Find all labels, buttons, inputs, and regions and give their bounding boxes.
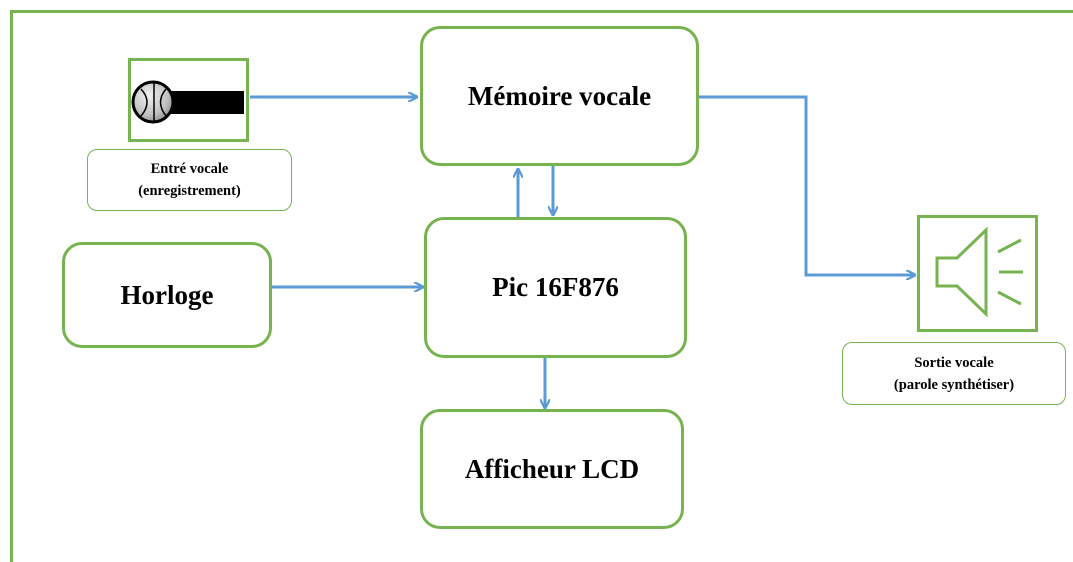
memory-block: Mémoire vocale bbox=[420, 26, 699, 166]
pic-block-label: Pic 16F876 bbox=[492, 272, 619, 302]
input-label-box: Entré vocale (enregistrement) bbox=[87, 149, 292, 211]
output-label-line1: Sortie vocale bbox=[914, 354, 994, 371]
speaker-icon bbox=[935, 226, 1023, 318]
pic-block: Pic 16F876 bbox=[424, 217, 687, 358]
microphone-icon bbox=[131, 80, 244, 124]
microphone-box bbox=[128, 58, 249, 142]
lcd-block-label: Afficheur LCD bbox=[464, 453, 640, 484]
frame-border-left bbox=[10, 10, 13, 562]
output-label-box: Sortie vocale (parole synthétiser) bbox=[842, 342, 1066, 405]
clock-block: Horloge bbox=[62, 242, 272, 348]
arrow-memory-to-speaker bbox=[697, 95, 915, 275]
input-label-line1: Entré vocale bbox=[150, 161, 229, 177]
memory-block-label: Mémoire vocale bbox=[467, 80, 652, 111]
speaker-box bbox=[917, 215, 1038, 332]
frame-border-top bbox=[10, 10, 1073, 13]
output-label-line2: (parole synthétiser) bbox=[893, 376, 1015, 393]
clock-block-label: Horloge bbox=[120, 279, 214, 310]
lcd-block: Afficheur LCD bbox=[420, 409, 684, 529]
input-label-line2: (enregistrement) bbox=[138, 183, 241, 199]
